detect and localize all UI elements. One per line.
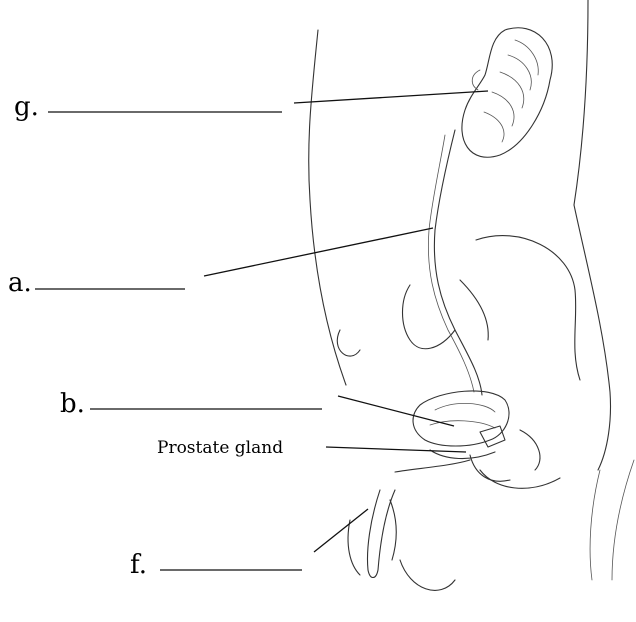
label-a: a.	[8, 270, 32, 296]
label-b: b.	[60, 391, 85, 417]
reproductive-shape	[348, 430, 560, 590]
body-outline	[309, 0, 634, 580]
leader-line-a	[204, 228, 433, 276]
leader-line-f	[314, 509, 368, 552]
leader-line-g	[294, 91, 488, 103]
leader-line-prostate	[326, 447, 466, 452]
kidney-shape	[462, 28, 552, 157]
ureter-shape	[434, 130, 482, 395]
leader-line-b	[338, 396, 454, 426]
label-f: f.	[130, 552, 147, 578]
label-prostate-gland: Prostate gland	[157, 440, 283, 457]
label-g: g.	[14, 94, 39, 120]
